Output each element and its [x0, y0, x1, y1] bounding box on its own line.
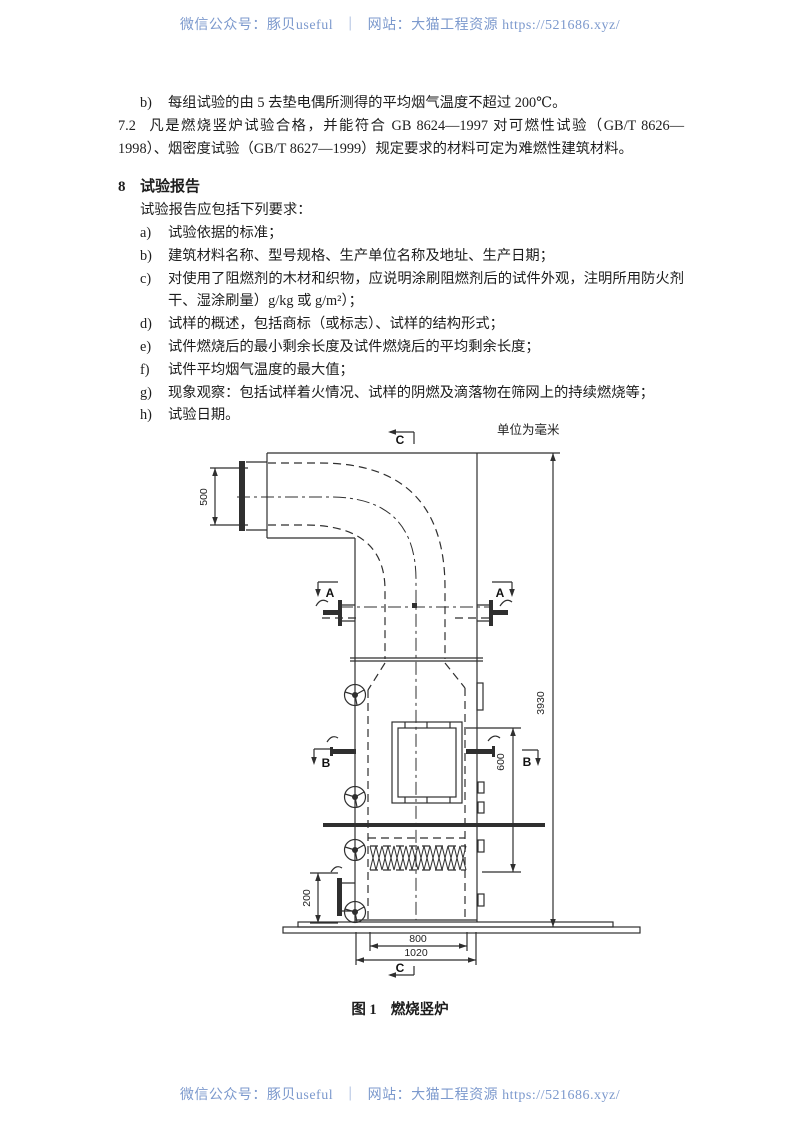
inner-duct-dashed: [268, 462, 466, 920]
list-item-g: g) 现象观察：包括试样着火情况、试样的阴燃及滴落物在筛网上的持续燃烧等；: [118, 382, 684, 405]
fan-icon: [343, 785, 367, 809]
list-item-text: 试样的概述，包括商标（或标志）、试样的结构形式；: [168, 316, 504, 333]
list-item-label: d): [140, 316, 152, 333]
list-item-text: 试验依据的标准；: [168, 224, 283, 241]
list-item-text: 试件平均烟气温度的最大值；: [168, 361, 354, 378]
list-item-b: b) 建筑材料名称、型号规格、生产单位名称及地址、生产日期；: [118, 245, 684, 268]
center-point: [412, 603, 417, 608]
marker-label-c: C: [396, 433, 405, 447]
stub-b-left: [326, 736, 356, 756]
footer-site-label: 网站：大猫工程资源: [367, 1088, 499, 1103]
list-item-e: e) 试件燃烧后的最小剩余长度及试件燃烧后的平均剩余长度；: [118, 336, 684, 359]
header-wechat-label: 微信公众号：豚贝useful: [179, 18, 334, 33]
footer-wechat-label: 微信公众号：豚贝useful: [179, 1088, 334, 1103]
list-item-text: 建筑材料名称、型号规格、生产单位名称及地址、生产日期；: [168, 247, 555, 264]
list-item-text: 试验日期。: [168, 407, 240, 424]
stub-b-right: [466, 735, 501, 757]
list-item-label: c): [140, 270, 152, 287]
marker-label-b: B: [322, 756, 331, 770]
section-title: 试验报告: [140, 179, 201, 196]
list-item-a: a) 试验依据的标准；: [118, 222, 684, 245]
list-item-d: d) 试样的概述，包括商标（或标志）、试样的结构形式；: [118, 313, 684, 336]
dim-label-200: 200: [301, 889, 313, 907]
section-intro: 试验报告应包括下列要求：: [140, 202, 312, 219]
fan-icon: [343, 683, 367, 707]
marker-label-c: C: [396, 961, 405, 975]
section-marker-c-bottom: C: [388, 961, 415, 978]
list-item-label: e): [140, 338, 152, 355]
dim-label-3930: 3930: [535, 691, 547, 715]
dimension-3930: 3930: [535, 453, 556, 927]
section-number: 8: [118, 179, 126, 196]
marker-label-b: B: [523, 755, 532, 769]
dimension-500: 500: [198, 467, 248, 526]
list-item-text: 现象观察：包括试样着火情况、试样的阴燃及滴落物在筛网上的持续燃烧等；: [168, 384, 655, 401]
header-site-url[interactable]: https://521686.xyz/: [502, 18, 621, 33]
list-item-b7: b) 每组试验的由 5 去垫电偶所测得的平均烟气温度不超过 200℃。: [118, 92, 684, 115]
stub-bottom-left: [330, 866, 355, 916]
clause-number: 7.2: [118, 117, 136, 134]
stub-a-right: [477, 599, 513, 626]
section-marker-b-right: B: [522, 749, 541, 769]
furnace-outline: [239, 452, 560, 922]
inlet-flange: [239, 461, 245, 531]
unit-label: 单位为毫米: [497, 422, 560, 437]
fan-symbols: [343, 683, 367, 924]
section-marker-a-left: A: [315, 581, 338, 600]
list-item-h: h) 试验日期。: [118, 404, 684, 427]
figure-caption-number: 图 1: [351, 1002, 377, 1018]
footer-site-url[interactable]: https://521686.xyz/: [502, 1088, 621, 1103]
list-item-label: b): [140, 247, 152, 264]
section-marker-a-right: A: [492, 581, 515, 600]
section-marker-b-left: B: [311, 748, 331, 770]
footer-separator: ｜: [343, 1088, 358, 1103]
dimension-600: 600: [466, 727, 521, 873]
section-heading: 8 试验报告: [118, 176, 684, 199]
list-item-label: f): [140, 361, 150, 378]
list-item-c: c) 对使用了阻燃剂的木材和织物，应说明涂刷阻燃剂后的试件外观，注明所用防火剂 …: [118, 268, 684, 314]
footer-banner: 微信公众号：豚贝useful ｜ 网站：大猫工程资源 https://52168…: [0, 1084, 800, 1104]
marker-label-a: A: [496, 586, 505, 600]
fan-icon: [343, 838, 367, 862]
dimension-800: 800: [369, 932, 468, 951]
header-site-label: 网站：大猫工程资源: [367, 18, 499, 33]
figure-caption: 图 1 燃烧竖炉: [0, 998, 800, 1019]
dim-label-1020: 1020: [404, 947, 428, 959]
base-plates: [282, 921, 641, 934]
header-banner: 微信公众号：豚贝useful ｜ 网站：大猫工程资源 https://52168…: [0, 14, 800, 34]
specimen-hatch: [369, 845, 467, 871]
dimension-200: 200: [301, 872, 338, 924]
stub-a-left: [315, 599, 355, 626]
header-separator: ｜: [343, 18, 358, 33]
dim-label-600: 600: [495, 753, 507, 771]
dim-label-500: 500: [198, 488, 210, 506]
section-marker-c-top: C: [388, 429, 415, 447]
list-item-label: g): [140, 384, 152, 401]
dim-label-800: 800: [409, 933, 427, 945]
marker-label-a: A: [326, 586, 335, 600]
divider-grate: [350, 657, 483, 662]
clause-text: 凡是燃烧竖炉试验合格，并能符合 GB 8624—1997 对可燃性试验（GB/T…: [118, 117, 684, 157]
support-shelf: [323, 823, 545, 827]
furnace-diagram: 单位为毫米: [198, 422, 641, 978]
list-item-label: a): [140, 224, 152, 241]
list-item-text: 每组试验的由 5 去垫电偶所测得的平均烟气温度不超过 200℃。: [168, 95, 567, 111]
list-item-text: 对使用了阻燃剂的木材和织物，应说明涂刷阻燃剂后的试件外观，注明所用防火剂 干、湿…: [168, 270, 684, 310]
list-item-label: b): [140, 95, 152, 111]
figure-caption-title: 燃烧竖炉: [390, 1002, 449, 1018]
figure-area: 单位为毫米: [0, 420, 800, 998]
observation-window: [391, 721, 463, 804]
centerlines: [237, 496, 493, 920]
right-wall-brackets: [476, 682, 485, 907]
list-item-label: h): [140, 407, 152, 424]
dimension-1020: 1020: [355, 932, 477, 965]
list-item-f: f) 试件平均烟气温度的最大值；: [118, 359, 684, 382]
list-item-text: 试件燃烧后的最小剩余长度及试件燃烧后的平均剩余长度；: [168, 338, 540, 355]
